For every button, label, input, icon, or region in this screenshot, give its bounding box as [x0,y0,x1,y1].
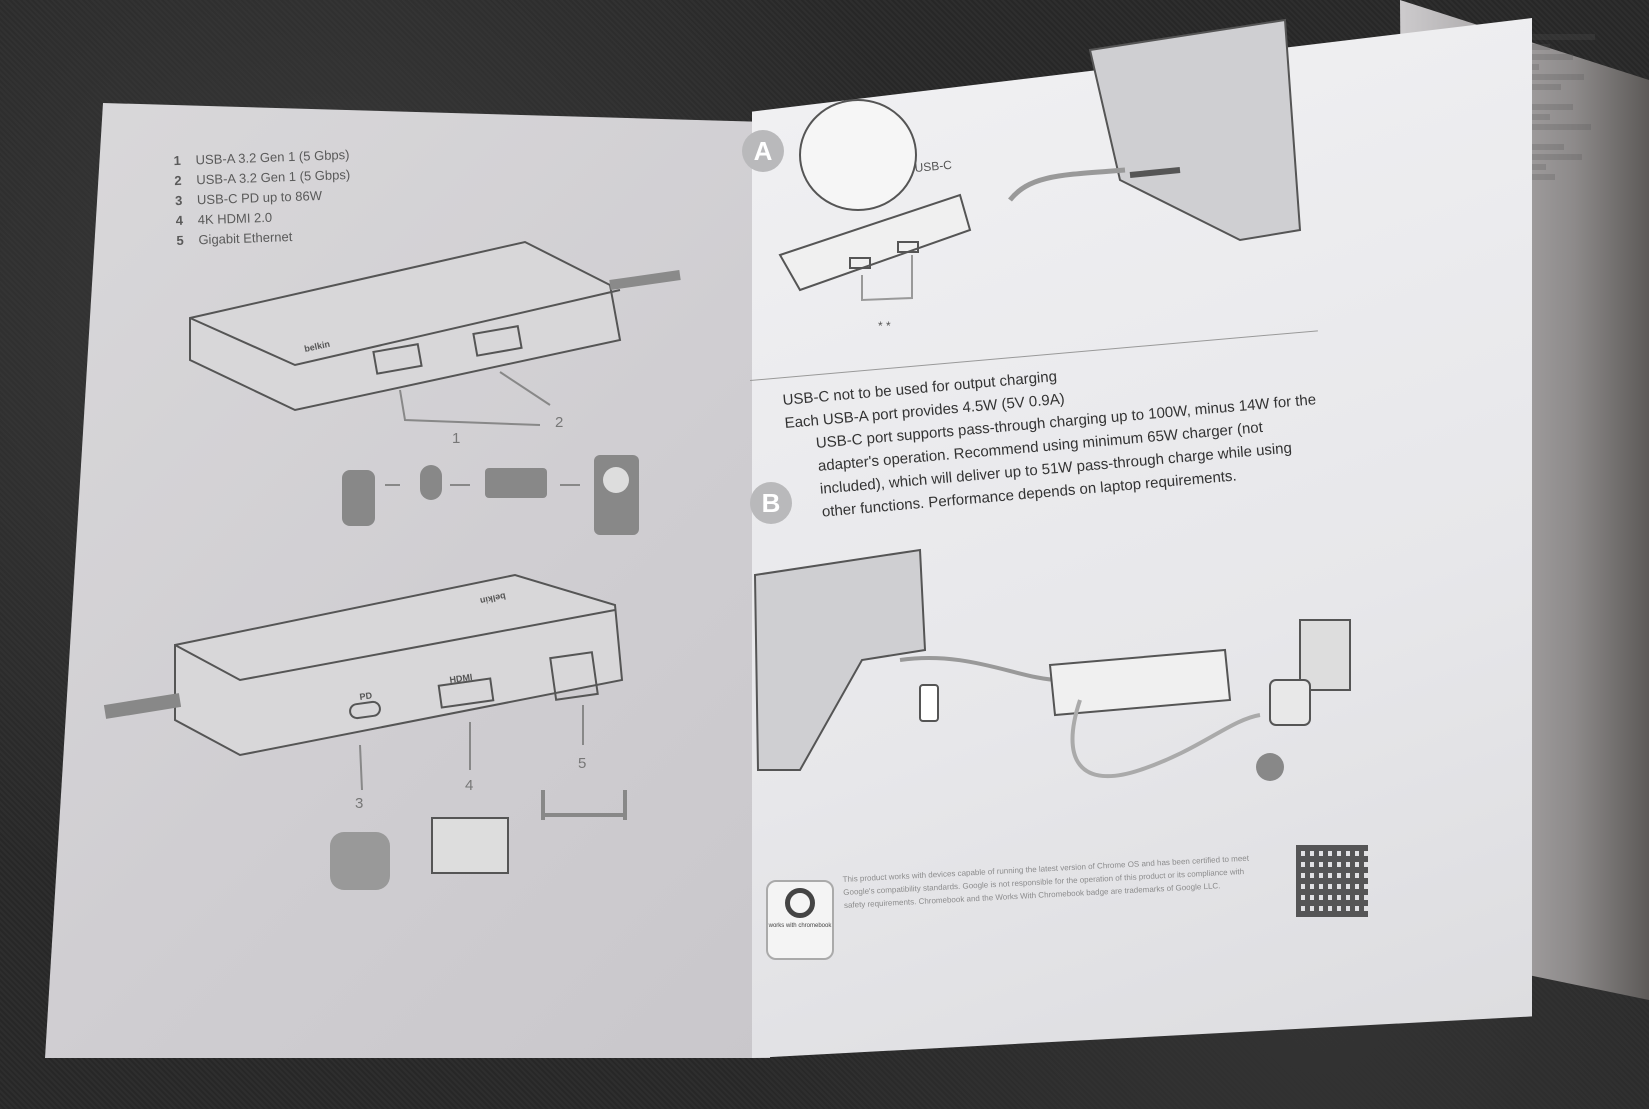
hub-top-illustration [189,240,622,412]
hdmi-port-icon [437,677,495,709]
hdmi-label: HDMI [449,672,473,685]
hub-top-illustration [778,193,972,292]
port-number-label: 1 [452,430,460,447]
usb-a-port-icon [472,325,523,357]
section-a-badge: A [742,130,784,172]
qr-code [1296,845,1368,917]
ethernet-port-icon [549,651,599,701]
pd-label: PD [359,690,373,702]
usb-c-label: USB-C [914,158,953,175]
keyboard-icon [485,468,547,498]
port-number-label: 3 [355,795,363,812]
laptop-illustration [1088,18,1302,242]
port-number-label: 4 [465,777,473,794]
webcam-icon [594,455,639,535]
left-page [45,103,770,1058]
usb-a-port-icon [372,343,423,375]
usb-c-pd-port-icon [349,700,381,720]
wall-charger-icon [330,832,390,890]
chrome-logo-icon [785,888,815,918]
usb-drive-icon [342,470,375,526]
router-icon [541,790,627,820]
power-adapter-icon [1269,679,1311,726]
double-asterisk-marker: * * [878,319,891,333]
port-number-label: 2 [555,414,563,431]
mouse-icon [420,465,442,500]
battery-icon [919,684,939,722]
wall-outlet-icon [1299,619,1351,691]
usb-c-zoom-circle [799,99,917,211]
hub-bottom-illustration [174,573,624,757]
works-with-chromebook-badge: works with chromebook [766,880,834,960]
section-b-badge: B [750,482,792,524]
laptop-illustration [753,548,927,771]
hub-bottom-illustration [1048,648,1232,717]
port-number-label: 5 [578,755,586,772]
monitor-icon [431,817,509,874]
